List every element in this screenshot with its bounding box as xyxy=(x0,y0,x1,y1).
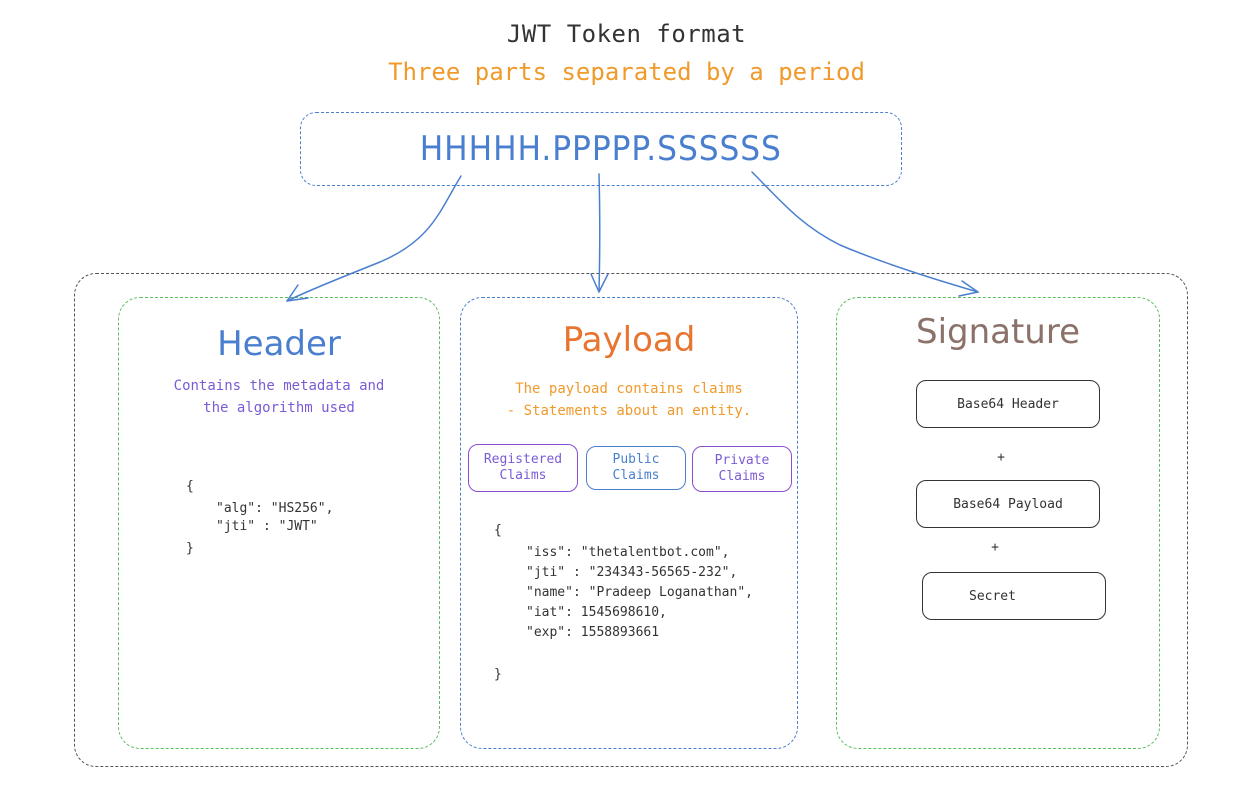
registered-claims-chip: Registered Claims xyxy=(468,444,578,492)
diagram-title: JWT Token format xyxy=(506,20,747,48)
public-claims-chip: Public Claims xyxy=(586,446,686,490)
header-panel xyxy=(118,297,440,749)
payload-title: Payload xyxy=(562,320,696,360)
header-code-line-alg: "alg": "HS256", xyxy=(216,501,334,516)
secret-box: Secret xyxy=(922,572,1106,620)
token-box: HHHHH.PPPPP.SSSSSS xyxy=(300,112,902,186)
token-format: HHHHH.PPPPP.SSSSSS xyxy=(419,129,783,169)
plus-sign: + xyxy=(991,540,999,555)
header-code-line-jti: "jti" : "JWT" xyxy=(216,519,318,534)
payload-code-close-brace: } xyxy=(494,667,502,682)
header-title: Header xyxy=(217,324,341,364)
payload-panel xyxy=(460,297,798,749)
payload-description: The payload contains claims - Statements… xyxy=(506,381,752,419)
private-claims-chip: Private Claims xyxy=(692,446,792,492)
diagram-subtitle: Three parts separated by a period xyxy=(388,58,865,86)
base64-header-box: Base64 Header xyxy=(916,380,1100,428)
plus-sign: + xyxy=(997,450,1005,465)
header-code-close-brace: } xyxy=(186,541,194,556)
payload-code-line-exp: "exp": 1558893661 xyxy=(526,625,660,640)
signature-title: Signature xyxy=(915,312,1081,352)
payload-code-line-iat: "iat": 1545698610, xyxy=(526,605,667,620)
parts-container xyxy=(74,273,1188,767)
header-description: Contains the metadata and the algorithm … xyxy=(173,378,385,416)
payload-code-line-iss: "iss": "thetalentbot.com", xyxy=(526,545,730,560)
payload-code-open-brace: { xyxy=(494,523,502,538)
base64-payload-box: Base64 Payload xyxy=(916,480,1100,528)
payload-code-line-name: "name": "Pradeep Loganathan", xyxy=(526,585,753,600)
signature-panel xyxy=(836,297,1160,749)
payload-code-line-jti: "jti" : "234343-56565-232", xyxy=(526,565,738,580)
header-code-open-brace: { xyxy=(186,479,194,494)
